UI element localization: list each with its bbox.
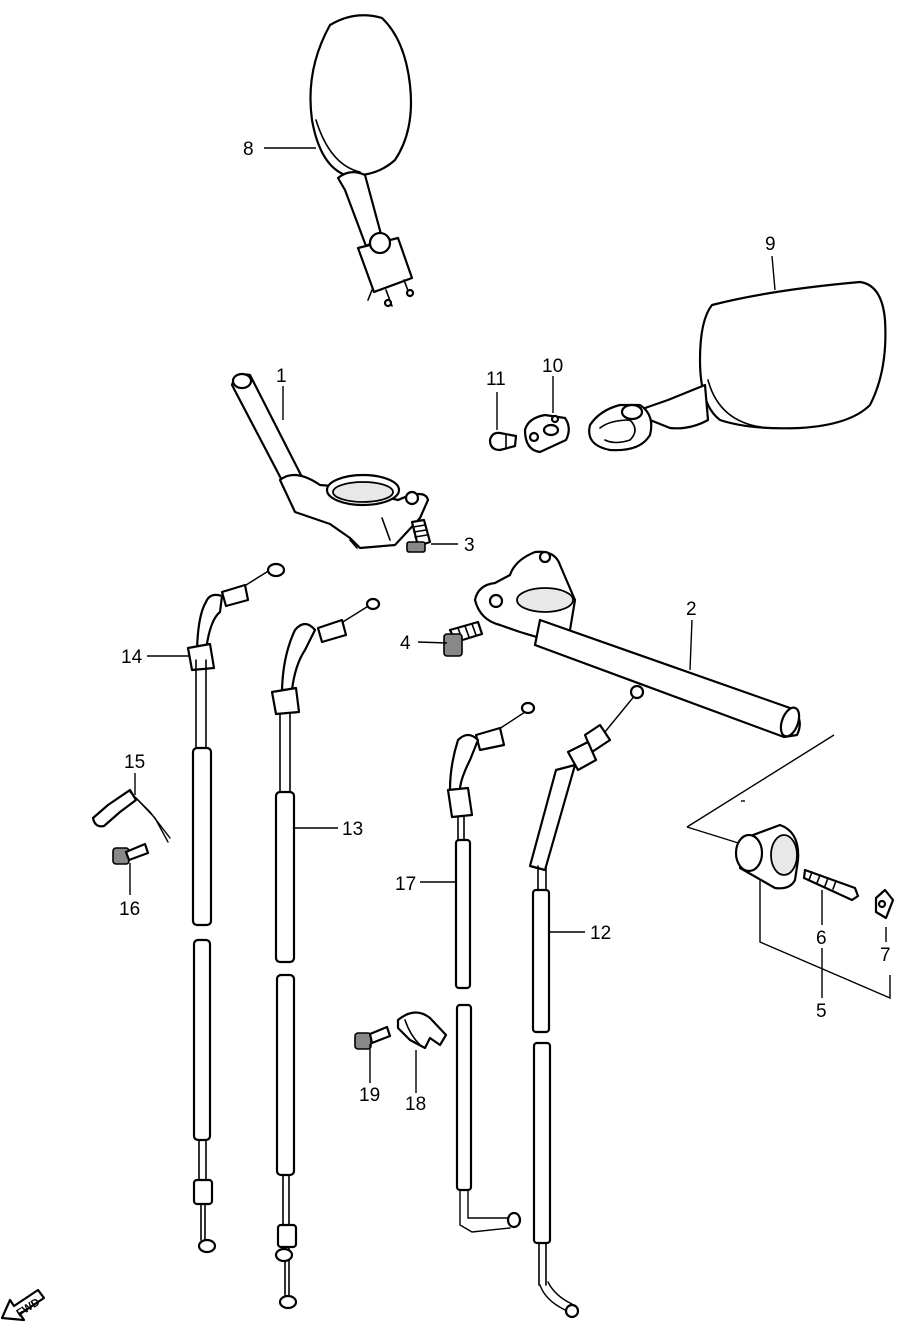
left-handlebar — [230, 372, 430, 550]
callout-6: 6 — [816, 928, 827, 949]
callout-3: 3 — [464, 535, 475, 556]
callout-5: 5 — [816, 1001, 827, 1022]
starter-cable — [446, 701, 536, 1233]
left-mirror — [309, 14, 415, 308]
forward-direction-arrow: FWD — [0, 1288, 46, 1322]
right-handlebar — [473, 550, 801, 739]
callout-4: 4 — [400, 633, 411, 654]
callout-18: 18 — [405, 1094, 426, 1115]
leader-lines — [129, 147, 887, 1093]
throttle-cable-14 — [186, 562, 286, 1254]
callout-8: 8 — [243, 139, 254, 160]
right-mirror — [588, 280, 887, 452]
cable-clamp — [396, 1011, 448, 1050]
callout-1: 1 — [276, 366, 287, 387]
callout-2: 2 — [686, 599, 697, 620]
clutch-cable — [528, 684, 645, 1319]
callout-9: 9 — [765, 234, 776, 255]
handlebar-bolt-4 — [443, 620, 484, 657]
mirror-mount-plate — [523, 413, 570, 454]
clamp-bolt — [354, 1025, 392, 1050]
throttle-cable-13 — [270, 597, 381, 1310]
callout-7: 7 — [880, 945, 891, 966]
mirror-screw — [488, 431, 518, 452]
callouts: 8 9 1 11 10 3 2 4 14 15 13 16 17 12 6 7 … — [119, 139, 891, 1115]
handlebar-bolt-3 — [406, 518, 432, 553]
callout-15: 15 — [124, 752, 145, 773]
callout-19: 19 — [359, 1085, 380, 1106]
callout-10: 10 — [542, 356, 563, 377]
callout-13: 13 — [342, 819, 363, 840]
callout-12: 12 — [590, 923, 611, 944]
cable-guide — [91, 788, 171, 843]
handlebar-balancer — [686, 734, 895, 1000]
callout-17: 17 — [395, 874, 416, 895]
callout-11: 11 — [486, 369, 506, 390]
callout-14: 14 — [121, 647, 143, 668]
guide-bolt — [112, 842, 150, 865]
callout-16: 16 — [119, 899, 140, 920]
